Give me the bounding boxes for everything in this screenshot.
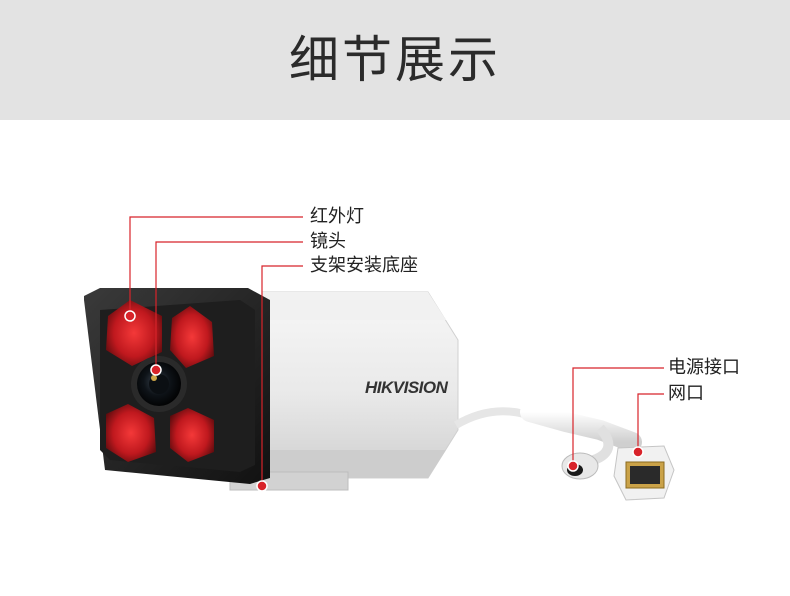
network-connector: [613, 445, 675, 501]
callout-dots: [124, 310, 644, 492]
brand-logo: HIKVISION: [365, 378, 448, 397]
camera-front: [84, 288, 270, 484]
page-title: 细节展示: [289, 31, 501, 89]
ir-led-group: [106, 300, 214, 462]
callout-lens: 镜头: [310, 231, 346, 252]
camera-cable: [453, 402, 642, 467]
callout-lines: [129, 216, 664, 486]
callout-network-port: 网口: [668, 383, 704, 404]
callout-power-port: 电源接口: [668, 357, 740, 378]
header-banner: 细节展示: [0, 0, 790, 120]
callout-bracket-base: 支架安装底座: [310, 255, 418, 276]
lens: [131, 356, 187, 412]
callout-ir-light: 红外灯: [310, 206, 364, 227]
